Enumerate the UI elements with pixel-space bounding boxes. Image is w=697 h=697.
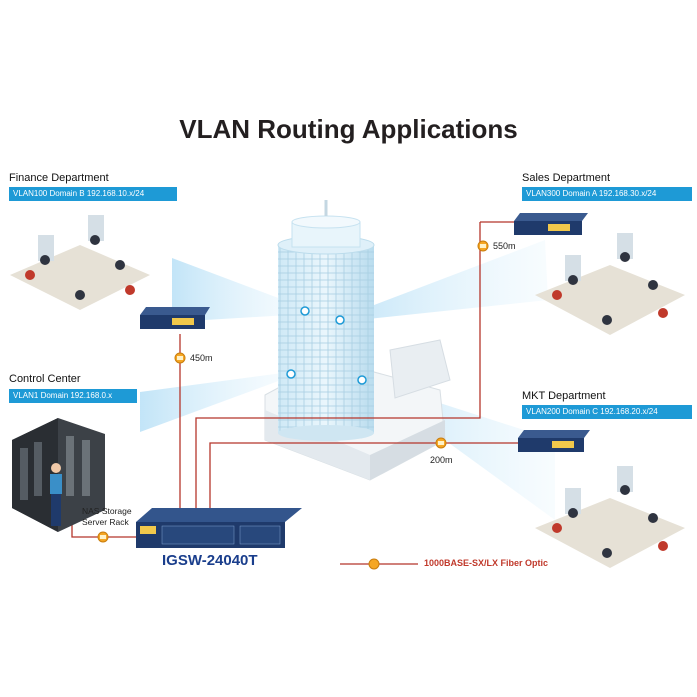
sfp-connector-icon xyxy=(174,352,186,364)
distance-mkt: 200m xyxy=(430,455,453,465)
nas-label-line2: Server Rack xyxy=(82,517,129,527)
distance-finance: 450m xyxy=(190,353,213,363)
nas-label: NAS Storage Server Rack xyxy=(82,506,132,528)
legend-label: 1000BASE-SX/LX Fiber Optic xyxy=(424,558,549,568)
sfp-connector-icon xyxy=(435,437,447,449)
fiber-mkt xyxy=(209,442,524,514)
sales-vlan-bar: VLAN300 Domain A 192.168.30.x/24 xyxy=(522,187,692,201)
fiber-sales-down xyxy=(195,222,481,514)
legend-fiber xyxy=(340,558,418,570)
mkt-dept-name: MKT Department xyxy=(522,390,606,402)
switch-mkt xyxy=(518,430,590,452)
beam-control xyxy=(140,372,292,432)
beam-finance xyxy=(172,258,305,322)
beam-sales xyxy=(340,240,548,322)
office-cluster-icon xyxy=(10,215,150,310)
mkt-vlan-bar: VLAN200 Domain C 192.168.20.x/24 xyxy=(522,405,692,419)
finance-vlan-bar: VLAN100 Domain B 192.168.10.x/24 xyxy=(9,187,177,201)
office-cluster-icon xyxy=(535,466,685,568)
core-switch-icon xyxy=(136,508,302,548)
sales-dept-name: Sales Department xyxy=(522,172,611,184)
sfp-connector-icon xyxy=(97,531,109,543)
sfp-connectors xyxy=(97,240,489,543)
control-vlan-bar: VLAN1 Domain 192.168.0.x xyxy=(9,389,137,403)
core-switch-label: IGSW-24040T xyxy=(162,552,258,569)
switch-sales xyxy=(514,213,588,235)
beam-nodes xyxy=(286,306,367,385)
office-cluster-icon xyxy=(535,233,685,335)
finance-dept-name: Finance Department xyxy=(9,172,109,184)
control-dept-name: Control Center xyxy=(9,373,81,385)
switch-finance xyxy=(140,307,210,329)
building-icon xyxy=(264,200,451,481)
distance-sales: 550m xyxy=(493,241,516,251)
nas-label-line1: NAS Storage xyxy=(82,506,132,516)
server-rack-icon xyxy=(12,418,105,532)
page-title: VLAN Routing Applications xyxy=(179,114,518,144)
sfp-connector-icon xyxy=(477,240,489,252)
technician-icon xyxy=(50,463,62,526)
